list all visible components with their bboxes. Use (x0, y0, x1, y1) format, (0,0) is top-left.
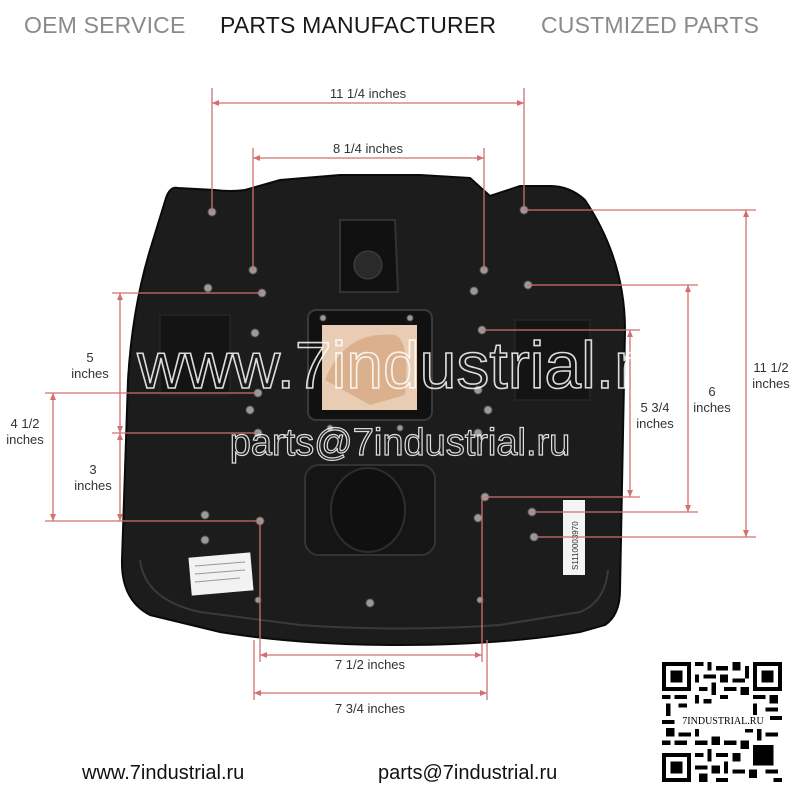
footer-website-link[interactable]: www.7industrial.ru (82, 762, 245, 784)
dimension-labels: 11 1/4 inches 8 1/4 inches 7 1/2 inches … (6, 86, 790, 716)
arrow (685, 285, 691, 292)
bolt (245, 405, 255, 415)
label-right-6-num: 6 (708, 384, 715, 399)
bolt (326, 424, 334, 432)
arrow (477, 155, 484, 161)
arrow (117, 293, 123, 300)
arrow (627, 490, 633, 497)
dimension-lines (45, 88, 756, 700)
arrow (517, 100, 524, 106)
arrow (254, 690, 261, 696)
label-bottom-inner: 7 1/2 inches (335, 657, 406, 672)
label-left-5-num: 5 (86, 350, 93, 365)
watermark-site: www.7industrial.ru (136, 328, 673, 402)
arrow (253, 155, 260, 161)
arrow (260, 652, 267, 658)
label-right-534-num: 5 3/4 (641, 400, 670, 415)
arrow (480, 690, 487, 696)
warning-sticker (188, 552, 254, 596)
header-customized-parts: CUSTMIZED PARTS (541, 12, 760, 38)
bolt (406, 314, 414, 322)
bolt (319, 314, 327, 322)
seat-pan: S1110003970 (120, 174, 627, 647)
header-bar: OEM SERVICE PARTS MANUFACTURER CUSTMIZED… (0, 12, 800, 44)
sticker-text-line (194, 561, 246, 567)
header-parts-manufacturer: PARTS MANUFACTURER (220, 12, 497, 38)
bolt (473, 513, 483, 523)
label-right-6-unit: inches (693, 400, 731, 415)
dimension-arrows (50, 100, 749, 696)
bolt (365, 598, 375, 608)
label-left-45-num: 4 1/2 (11, 416, 40, 431)
header-oem-service: OEM SERVICE (24, 12, 186, 38)
arrow (743, 530, 749, 537)
arrow (117, 426, 123, 433)
lower-knob (330, 467, 406, 553)
label-bottom-outer: 7 3/4 inches (335, 701, 406, 716)
arrow (475, 652, 482, 658)
bolt (483, 405, 493, 415)
left-pocket (159, 314, 231, 396)
bolt (473, 428, 483, 438)
label-left-3-num: 3 (89, 462, 96, 477)
label-left-3-unit: inches (74, 478, 112, 493)
foam-detail (325, 334, 407, 405)
label-right-1112-num: 11 1/2 (753, 360, 788, 375)
watermark: www.7industrial.ru parts@7industrial.ru (135, 327, 673, 464)
top-handle-hole (353, 250, 383, 280)
bolt (200, 510, 210, 520)
right-pocket (514, 319, 591, 401)
bolt (473, 385, 483, 395)
bolt (250, 328, 260, 338)
label-right-1112-unit: inches (752, 376, 790, 391)
label-left-45-unit: inches (6, 432, 44, 447)
arrow (743, 210, 749, 217)
arrow (212, 100, 219, 106)
watermark-email: parts@7industrial.ru (230, 422, 571, 464)
footer-email-link[interactable]: parts@7industrial.ru (378, 762, 558, 784)
label-left-5-unit: inches (71, 366, 109, 381)
bolt (200, 535, 210, 545)
qr-label: 7INDUSTRIAL.RU (676, 715, 770, 729)
arrow (50, 393, 56, 400)
label-top-inner: 8 1/4 inches (333, 141, 404, 156)
label-right-534-unit: inches (636, 416, 674, 431)
sticker-text-line (194, 569, 246, 575)
seat-pan-rim (139, 559, 609, 630)
part-label-text: S1110003970 (571, 521, 580, 570)
label-top-outer: 11 1/4 inches (330, 86, 407, 101)
arrow (627, 330, 633, 337)
bolt (396, 424, 404, 432)
arrow (50, 514, 56, 521)
sticker-text-line (194, 577, 241, 583)
bolt (469, 286, 479, 296)
bolt (203, 283, 213, 293)
arrow (685, 505, 691, 512)
arrow (117, 514, 123, 521)
arrow (117, 433, 123, 440)
